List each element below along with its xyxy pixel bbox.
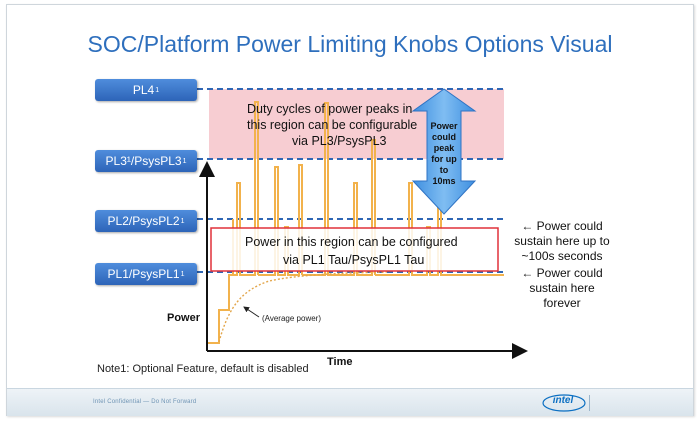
pl2-annotation-line: ~100s seconds: [521, 249, 602, 263]
y-axis-label: Power: [167, 312, 201, 324]
footer-divider: [589, 395, 590, 411]
arrow-text-line: 10ms: [432, 176, 455, 186]
tau-text-line1: Power in this region can be configured: [245, 235, 458, 249]
power-diagram: Duty cycles of power peaks in this regio…: [167, 88, 610, 368]
footer-bar: Intel Confidential — Do Not Forward inte…: [7, 388, 693, 416]
arrow-text-line: could: [432, 132, 456, 142]
confidential-label: Intel Confidential — Do Not Forward: [93, 399, 197, 405]
pl4-label: PL4: [132, 83, 155, 97]
pl4-superscript: 1: [155, 86, 160, 94]
arrow-text-line: for up: [431, 154, 457, 164]
pl3-label: PL3¹/PsysPL3: [105, 154, 182, 168]
arrow-text-line: to: [440, 165, 449, 175]
slide-title: SOC/Platform Power Limiting Knobs Option…: [87, 31, 613, 57]
intel-logo-ring-icon: [542, 394, 586, 412]
arrow-text-line: peak: [434, 143, 456, 153]
arrow-text-line: Power: [430, 121, 458, 131]
pl1-annotation-line: ← Power could: [521, 266, 602, 280]
pl1-label: PL1/PsysPL1: [107, 267, 180, 281]
footnote: Note1: Optional Feature, default is disa…: [97, 363, 309, 375]
intel-logo-text: intel: [552, 395, 574, 406]
tau-text-line2: via PL1 Tau/PsysPL1 Tau: [283, 253, 424, 267]
pl1-annotation-line: sustain here: [529, 281, 595, 295]
pl2-superscript: 1: [180, 217, 185, 225]
pl1-superscript: 1: [180, 270, 185, 278]
pl1-annotation-line: forever: [543, 296, 580, 310]
peak-double-arrow: [411, 88, 477, 215]
arrow-text: Power could peak for up to 10ms: [430, 121, 458, 186]
duty-text-line3: via PL3/PsysPL3: [292, 134, 387, 148]
pl2-label: PL2/PsysPL2: [107, 214, 180, 228]
duty-text-line1: Duty cycles of power peaks in: [247, 102, 412, 116]
pl1-annotation: ← Power could sustain here forever: [521, 266, 602, 310]
pl2-annotation-line: ← Power could: [521, 219, 602, 233]
duty-text-line2: this region can be configurable: [247, 118, 417, 132]
x-axis-label: Time: [327, 356, 352, 368]
average-power-curve: [218, 271, 388, 343]
intel-logo: intel: [541, 394, 587, 412]
pl2-annotation: ← Power could sustain here up to ~100s s…: [514, 219, 610, 263]
pl3-superscript: 1: [182, 157, 187, 165]
average-power-label: (Average power): [262, 314, 321, 323]
pl2-annotation-line: sustain here up to: [514, 234, 610, 248]
average-power-pointer: [243, 306, 260, 318]
slide: SOC/Platform Power Limiting Knobs Option…: [6, 4, 694, 416]
tau-region-box: [210, 227, 499, 272]
